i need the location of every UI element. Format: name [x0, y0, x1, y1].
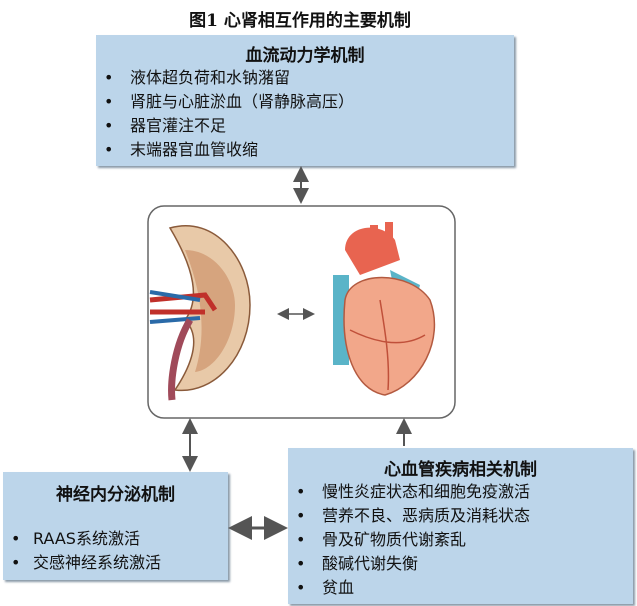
figure-title: 图1 心肾相互作用的主要机制: [189, 11, 411, 31]
list-item: 器官灌注不足: [96, 114, 514, 138]
list-item: 贫血: [288, 576, 633, 600]
list-item: 液体超负荷和水钠潴留: [96, 66, 514, 90]
neuroendocrine-box: 神经内分泌机制 RAAS系统激活 交感神经系统激活: [3, 472, 228, 580]
list-item: 肾脏与心脏淤血（肾静脉高压）: [96, 90, 514, 114]
cardiovascular-box: 心血管疾病相关机制 慢性炎症状态和细胞免疫激活 营养不良、恶病质及消耗状态 骨及…: [288, 448, 633, 604]
list-item: RAAS系统激活: [3, 527, 228, 551]
kidney-illustration: [149, 225, 251, 401]
hemodynamic-box: 血流动力学机制 液体超负荷和水钠潴留 肾脏与心脏淤血（肾静脉高压） 器官灌注不足…: [96, 35, 514, 166]
cardiovascular-heading: 心血管疾病相关机制: [384, 460, 537, 480]
hemodynamic-heading: 血流动力学机制: [245, 46, 365, 66]
heart-illustration: [333, 222, 436, 396]
list-item: 骨及矿物质代谢紊乱: [288, 528, 633, 552]
neuroendocrine-heading: 神经内分泌机制: [56, 485, 175, 505]
list-item: 酸碱代谢失衡: [288, 552, 633, 576]
list-item: 末端器官血管收缩: [96, 138, 514, 162]
list-item: 慢性炎症状态和细胞免疫激活: [288, 480, 633, 504]
list-item: 营养不良、恶病质及消耗状态: [288, 504, 633, 528]
list-item: 交感神经系统激活: [3, 551, 228, 575]
